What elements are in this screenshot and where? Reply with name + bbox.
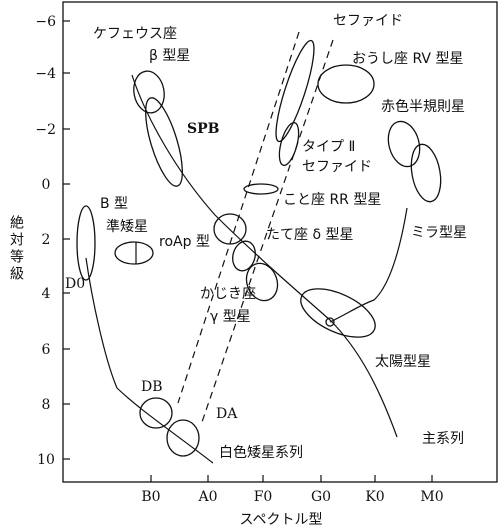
x-tick-label: A0 <box>197 489 217 505</box>
type2-cepheid-region <box>278 121 300 167</box>
b-subdwarf-region <box>76 205 96 281</box>
rv-tauri-region <box>317 64 375 104</box>
y-tick-label: −6 <box>35 14 56 30</box>
label-rv-tauri: おうし座 RV 型星 <box>352 51 463 67</box>
spb-region <box>145 97 183 187</box>
label-b-subdwarf-2: 準矮星 <box>106 219 148 235</box>
solar-like-marker <box>325 317 335 327</box>
solar-like-connector <box>329 207 408 323</box>
mira-region <box>410 143 442 203</box>
solar-like-region <box>300 288 376 338</box>
white-dwarf-sequence-curve <box>85 257 214 464</box>
y-tick-label: 8 <box>42 397 51 413</box>
da-region <box>166 419 200 457</box>
x-tick-label: G0 <box>311 489 331 505</box>
label-cepheids: セファイド <box>333 13 403 29</box>
x-tick-label: B0 <box>141 489 160 505</box>
db-region <box>139 397 173 429</box>
delta-scuti-region-2 <box>232 240 256 272</box>
label-semiregular: 赤色半規則星 <box>381 98 465 115</box>
label-beta-cephei-2: β 型星 <box>149 48 190 64</box>
label-main-seq: 主系列 <box>422 431 464 447</box>
label-gamma-dor-1: かじき座 <box>200 286 256 302</box>
label-white-dwarf-seq: 白色矮星系列 <box>219 444 303 461</box>
beta-cephei-region <box>133 70 165 114</box>
x-tick-label: F0 <box>254 489 273 505</box>
label-delta-scuti: たて座 δ 型星 <box>266 227 353 243</box>
label-mira: ミラ型星 <box>411 225 467 241</box>
label-type2-1: タイプ Ⅱ <box>302 139 355 155</box>
instability-strip-right <box>201 39 334 423</box>
gamma-dor-region <box>245 262 279 302</box>
label-type2-2: セファイド <box>302 159 372 175</box>
y-tick-label: 10 <box>37 452 55 468</box>
label-rr-lyrae: こと座 RR 型星 <box>283 192 381 208</box>
y-axis-title: 絶対等級 <box>8 215 24 283</box>
plot-frame <box>62 1 498 483</box>
label-solar-like: 太陽型星 <box>375 354 431 370</box>
label-gamma-dor-2: γ 型星 <box>210 309 251 325</box>
label-da: DA <box>216 406 238 422</box>
x-axis-title: スペクトル型 <box>239 512 322 528</box>
semiregular-region <box>387 120 421 168</box>
x-tick-label: M0 <box>420 489 443 505</box>
instability-strip-left <box>177 31 300 404</box>
cepheid-region <box>275 39 315 143</box>
roap-region <box>114 241 154 265</box>
x-tick-marks <box>150 475 433 482</box>
y-tick-label: 2 <box>42 232 51 248</box>
label-beta-cephei-1: ケフェウス座 <box>93 26 177 42</box>
y-tick-marks <box>63 20 70 460</box>
label-roap: roAp 型 <box>159 234 210 250</box>
x-tick-label: K0 <box>365 489 384 505</box>
delta-scuti-region-1 <box>213 213 247 245</box>
label-db: DB <box>141 379 163 395</box>
y-tick-label: 0 <box>42 177 51 193</box>
y-tick-label: 6 <box>42 342 51 358</box>
y-tick-label: 4 <box>42 286 51 302</box>
y-tick-label: −4 <box>35 66 56 82</box>
main-sequence-curve <box>131 74 398 438</box>
label-d0: D0 <box>65 276 85 292</box>
label-b-subdwarf-1: B 型 <box>100 196 128 212</box>
label-spb: SPB <box>187 121 220 137</box>
y-tick-label: −2 <box>35 122 56 138</box>
rr-lyrae-region <box>243 183 279 195</box>
